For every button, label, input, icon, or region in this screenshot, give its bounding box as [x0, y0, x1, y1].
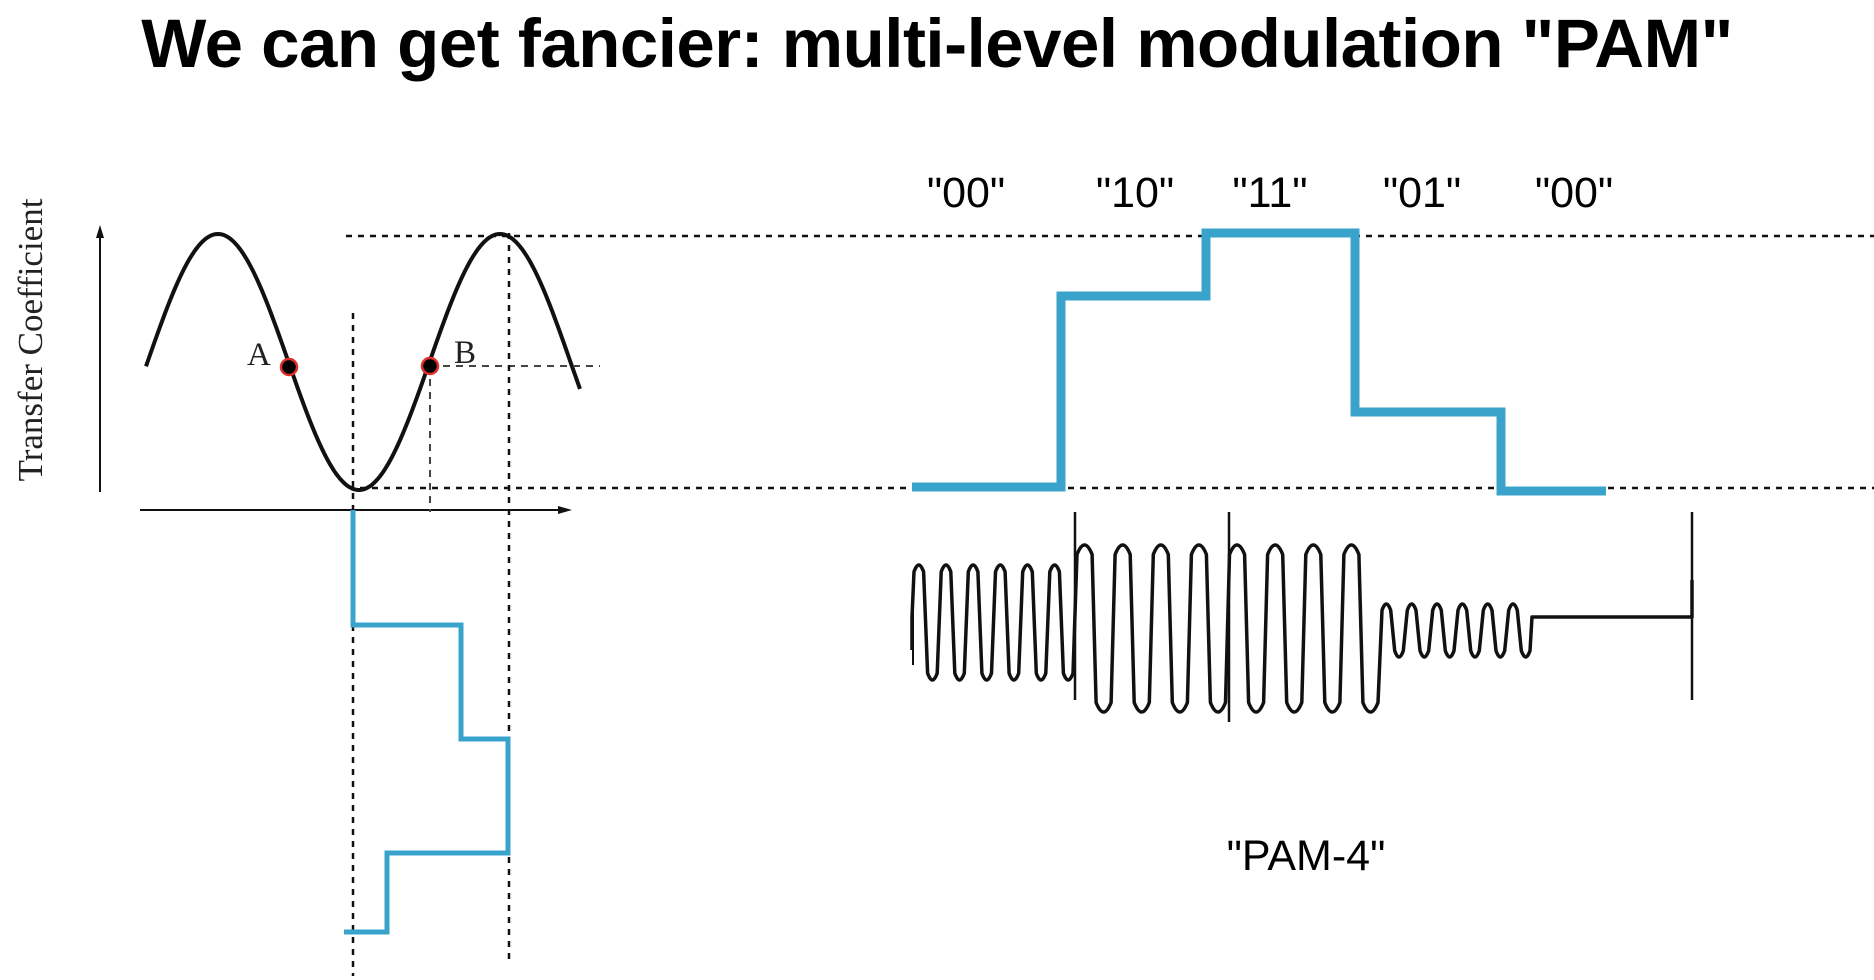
symbol-label: "11" — [1232, 169, 1307, 217]
y-axis-arrow — [96, 225, 104, 238]
point-a — [279, 357, 299, 377]
x-axis-arrow — [558, 506, 572, 514]
point-b — [420, 356, 440, 376]
point-a-label: A — [247, 337, 271, 373]
transfer-curve — [144, 231, 582, 492]
symbol-label: "00" — [1535, 169, 1613, 217]
point-b-label: B — [454, 335, 476, 371]
slide-title: We can get fancier: multi-level modulati… — [141, 5, 1733, 82]
transfer-curve-plot: Transfer Coefficient A B — [11, 198, 600, 514]
symbol-label: "00" — [927, 169, 1005, 217]
pam4-caption: "PAM-4" — [1227, 832, 1386, 880]
pam4-symbol-labels: "00" "10" "11" "01" "00" — [927, 169, 1613, 217]
y-axis-label: Transfer Coefficient — [11, 198, 50, 481]
modulated-waveform — [910, 512, 1694, 722]
symbol-label: "01" — [1383, 169, 1461, 217]
symbol-label: "10" — [1096, 169, 1174, 217]
pam4-level-signal — [912, 228, 1606, 496]
waveform-trace — [910, 543, 1694, 714]
input-staircase-signal — [344, 510, 511, 935]
